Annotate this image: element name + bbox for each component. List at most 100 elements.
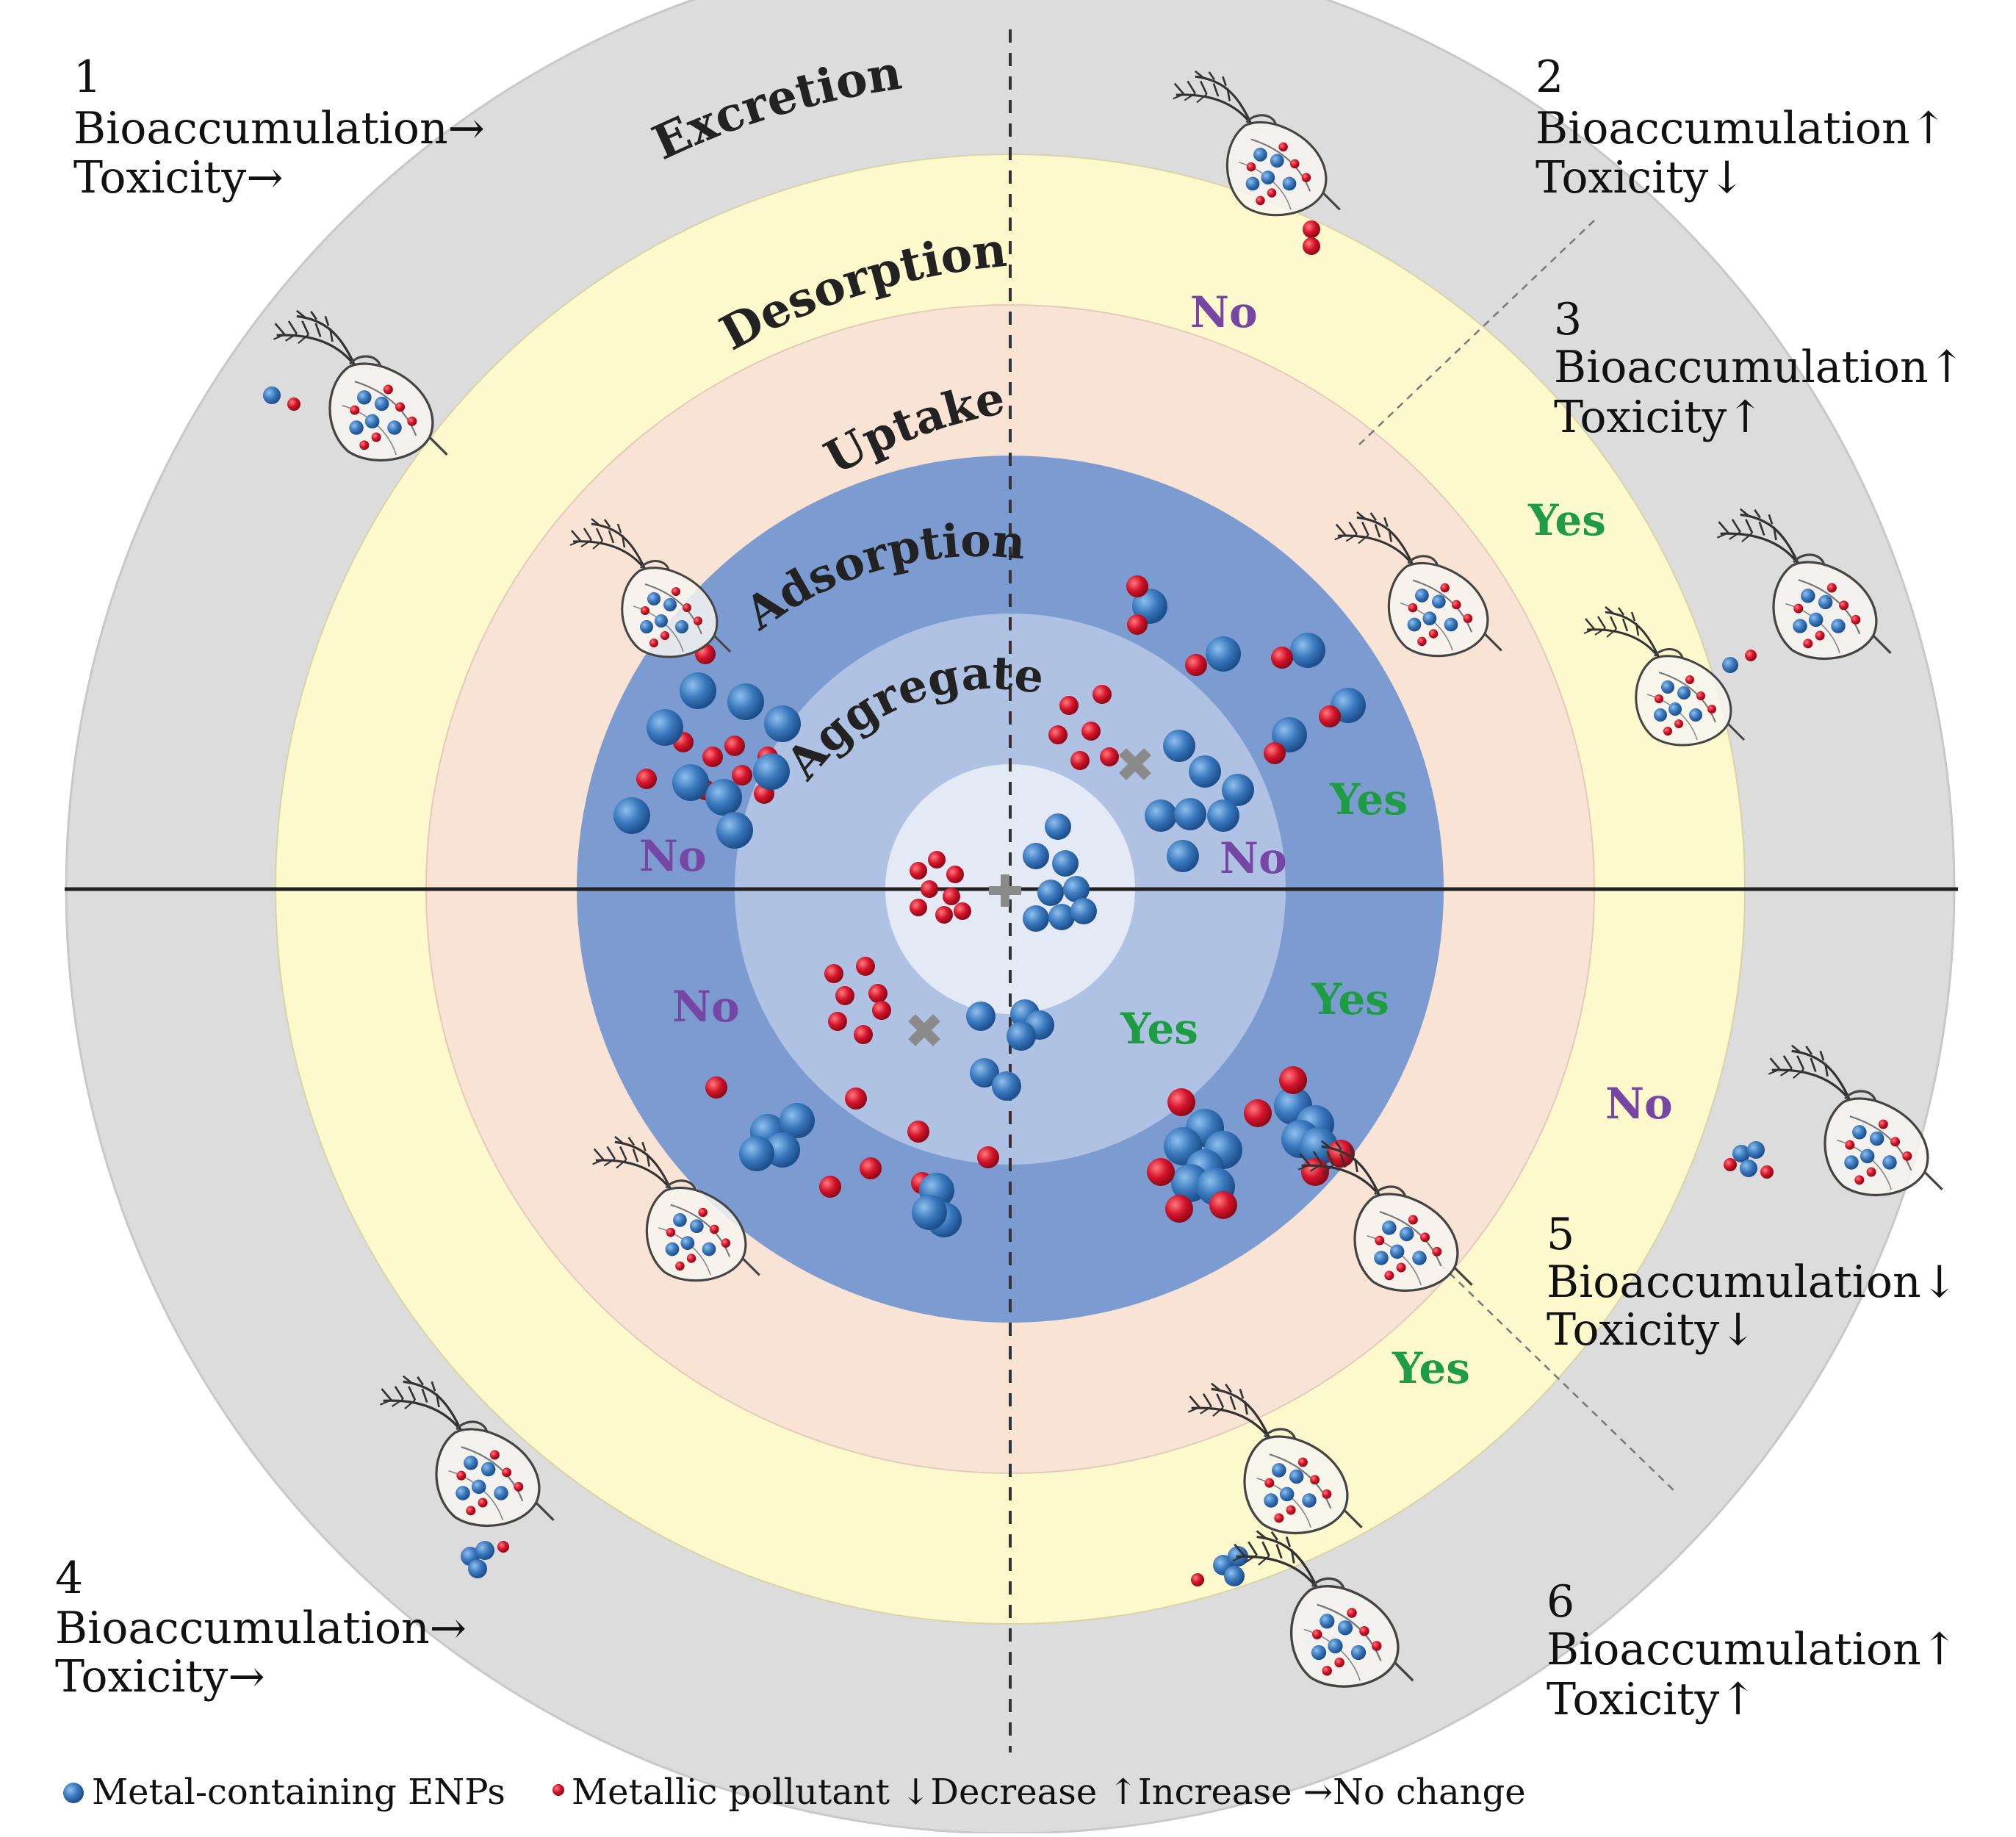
svg-text:3: 3	[1554, 294, 1582, 345]
enp-particle	[1007, 1021, 1036, 1051]
svg-text:Bioaccumulation→: Bioaccumulation→	[55, 1603, 467, 1654]
bio-label: Bioaccumulation	[73, 103, 448, 154]
enp-particle	[672, 764, 709, 801]
pollutant-particle	[856, 957, 875, 976]
arrow-right-icon: →	[430, 1603, 467, 1654]
svg-text:Toxicity↓: Toxicity↓	[1547, 1304, 1757, 1356]
pollutant-particle	[1100, 747, 1119, 766]
answer-adsorption-no-ul: No	[639, 831, 707, 881]
pollutant-particle	[868, 984, 888, 1003]
legend: Metal-containing ENPs Metallic pollutant…	[63, 1772, 1526, 1813]
tox-label: Toxicity	[1554, 392, 1727, 443]
pollutant-particle	[910, 862, 927, 880]
tox-label: Toxicity	[73, 152, 246, 204]
enp-particle	[468, 1559, 487, 1578]
arrow-up-icon: ↑	[1929, 342, 1965, 393]
enp-particle	[1272, 717, 1307, 752]
pollutant-particle	[287, 398, 300, 411]
enp-particle	[680, 672, 716, 709]
enp-particle	[1145, 799, 1177, 832]
pollutant-particle	[1191, 1573, 1204, 1586]
arrow-down-icon: ↓	[1921, 1257, 1958, 1308]
pollutant-particle	[1059, 696, 1079, 715]
enp-particle	[780, 1103, 815, 1138]
pollutant-particle	[1264, 742, 1286, 764]
legend-increase: Increase	[1138, 1772, 1292, 1813]
enp-particle	[753, 753, 790, 790]
answer-adsorption-yes-ur: Yes	[1329, 774, 1408, 824]
enp-particle	[912, 1195, 947, 1230]
cross-icon	[908, 1014, 940, 1046]
enp-particle	[1167, 840, 1199, 872]
bio-label: Bioaccumulation	[1547, 1624, 1921, 1675]
enp-particle	[1722, 657, 1738, 673]
bio-label: Bioaccumulation	[1554, 342, 1929, 393]
scenario-2: 2 Bioaccumulation↑ Toxicity↓	[1536, 51, 1947, 204]
bio-label: Bioaccumulation	[55, 1603, 430, 1654]
enp-legend-icon	[63, 1783, 84, 1803]
scenario-3: 3 Bioaccumulation↑ Toxicity↑	[1554, 294, 1965, 443]
pollutant-particle	[497, 1541, 509, 1553]
enp-particle	[765, 1132, 800, 1168]
arrow-up-icon: ↑	[1921, 1624, 1958, 1675]
pollutant-particle	[1279, 1066, 1307, 1094]
pollutant-particle	[943, 888, 960, 905]
enp-particle	[705, 779, 742, 816]
pollutant-particle	[1724, 1158, 1737, 1171]
arrow-down-icon: ↓	[1719, 1304, 1756, 1356]
scenario-1: 1 Bioaccumulation→ Toxicity→	[73, 51, 485, 204]
enp-particle	[1206, 636, 1241, 672]
enp-particle	[263, 387, 281, 404]
svg-text:2: 2	[1536, 51, 1563, 103]
enp-particle	[739, 1136, 774, 1171]
enp-particle	[1224, 1566, 1245, 1586]
svg-text:Toxicity→: Toxicity→	[55, 1651, 265, 1703]
enp-particle	[1174, 798, 1206, 830]
arrow-right-icon: →	[228, 1651, 264, 1703]
pollutant-particle	[872, 1001, 891, 1020]
svg-text:1: 1	[73, 51, 101, 103]
arrow-right-icon: →	[1303, 1772, 1333, 1813]
tox-label: Toxicity	[1547, 1304, 1719, 1356]
bio-label: Bioaccumulation	[1547, 1257, 1921, 1308]
legend-pollutant: Metallic pollutant	[572, 1772, 890, 1813]
svg-text:Toxicity↓: Toxicity↓	[1536, 152, 1746, 204]
pollutant-particle	[1745, 650, 1757, 661]
scenario-6: 6 Bioaccumulation↑ Toxicity↑	[1547, 1576, 1958, 1725]
enp-particle	[966, 1002, 996, 1031]
answer-desorption-no: No	[1190, 287, 1258, 337]
arrow-up-icon: ↑	[1910, 103, 1947, 154]
tox-label: Toxicity	[1547, 1674, 1719, 1725]
pollutant-particle	[1070, 751, 1090, 770]
answer-adsorption-yes-lr: Yes	[1311, 974, 1389, 1024]
arrow-down-icon: ↓	[901, 1772, 930, 1813]
answer-desorption-no-lower: No	[1605, 1079, 1673, 1129]
pollutant-particle	[1319, 705, 1341, 727]
pollutant-particle	[835, 986, 854, 1005]
pollutant-particle	[860, 1157, 882, 1179]
cross-icon	[1119, 748, 1151, 780]
enp-particle	[475, 1541, 494, 1560]
svg-text:Bioaccumulation→: Bioaccumulation→	[73, 103, 485, 154]
pollutant-particle	[1303, 220, 1320, 238]
pollutant-particle	[724, 736, 745, 756]
enp-particle	[1740, 1160, 1757, 1177]
enp-particle	[1732, 1145, 1750, 1162]
pollutant-particle	[845, 1088, 867, 1110]
pollutant-legend-icon	[552, 1784, 564, 1796]
arrow-up-icon: ↑	[1719, 1674, 1756, 1725]
particle-layer	[263, 220, 1774, 1586]
pollutant-particle	[1126, 575, 1148, 597]
pollutant-particle	[1092, 685, 1112, 704]
arrow-down-icon: ↓	[1708, 152, 1745, 204]
pollutant-particle	[824, 964, 843, 983]
pollutant-particle	[1209, 1191, 1237, 1219]
pollutant-particle	[977, 1146, 999, 1168]
legend-enp: Metal-containing ENPs	[92, 1772, 505, 1813]
plus-icon	[989, 874, 1021, 907]
pollutant-particle	[854, 1025, 873, 1044]
svg-text:Toxicity↑: Toxicity↑	[1547, 1674, 1757, 1725]
enp-particle	[1222, 774, 1254, 806]
